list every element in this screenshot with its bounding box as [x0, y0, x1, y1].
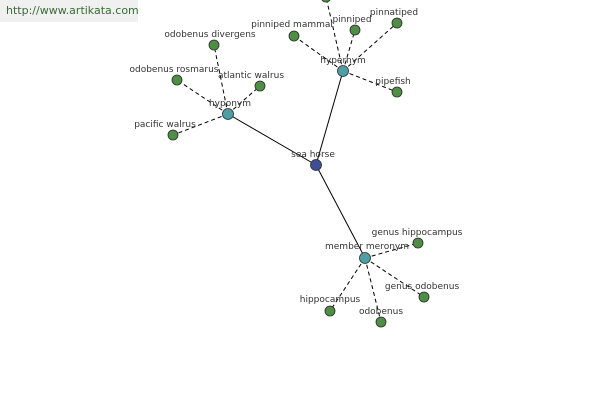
node-odobenus-rosmarus[interactable] [171, 74, 183, 86]
node-atlantic-walrus[interactable] [254, 80, 266, 92]
edge-sea-horse-to-hyponym [227, 113, 317, 166]
edge-hypernym-to-pipefish [342, 70, 398, 93]
edge-hyponym-to-odobenus-divergens [213, 44, 229, 115]
label-hyponym: hyponym [209, 99, 251, 109]
label-sea-horse: sea horse [291, 150, 335, 160]
node-hyponym[interactable] [222, 108, 234, 120]
node-pacific-walrus[interactable] [167, 129, 179, 141]
node-genus-odobenus[interactable] [418, 291, 430, 303]
edge-sea-horse-to-member-meronym [315, 164, 366, 259]
labels-layer: sea horse hyponym hypernym member meronym od… [129, 8, 462, 317]
edge-hypernym-to-pinnatiped [342, 22, 398, 72]
edges-layer [172, 0, 425, 323]
node-pinniped[interactable] [349, 24, 361, 36]
node-odobenus-divergens[interactable] [208, 39, 220, 51]
label-odobenus-divergens: odobenus divergens [164, 30, 256, 40]
label-pacific-walrus: pacific walrus [134, 120, 196, 130]
node-odobenus[interactable] [375, 316, 387, 328]
node-pinniped-mammal[interactable] [288, 30, 300, 42]
label-pinniped: pinniped [332, 15, 371, 25]
node-member-meronym[interactable] [359, 252, 371, 264]
label-atlantic-walrus: atlantic walrus [218, 71, 284, 81]
node-hippocampus[interactable] [324, 305, 336, 317]
edge-member-meronym-to-genus-hippocampus [364, 242, 419, 259]
label-member-meronym: member meronym [325, 242, 409, 252]
label-genus-odobenus: genus odobenus [385, 282, 460, 292]
label-hippocampus: hippocampus [300, 295, 361, 305]
node-genus-hippocampus[interactable] [412, 237, 424, 249]
label-pinniped-mammal: pinniped mammal [251, 20, 333, 30]
label-pipefish: pipefish [375, 77, 411, 87]
node-pipefish[interactable] [391, 86, 403, 98]
node-sea-horse[interactable] [310, 159, 322, 171]
node-top-unlabeled[interactable] [321, 0, 331, 3]
edge-member-meronym-to-hippocampus [329, 257, 366, 312]
edge-hyponym-to-odobenus-rosmarus [176, 79, 229, 115]
label-odobenus: odobenus [359, 307, 403, 317]
label-pinnatiped: pinnatiped [370, 8, 418, 18]
edge-member-meronym-to-genus-odobenus [364, 257, 425, 298]
node-pinnatiped[interactable] [391, 17, 403, 29]
edge-hypernym-to-top-unlabeled [326, 0, 344, 72]
label-odobenus-rosmarus: odobenus rosmarus [129, 65, 218, 75]
label-genus-hippocampus: genus hippocampus [372, 228, 463, 238]
label-hypernym: hypernym [320, 56, 366, 66]
edge-sea-horse-to-hypernym [315, 70, 344, 166]
node-hypernym[interactable] [337, 65, 349, 77]
edge-member-meronym-to-odobenus [364, 257, 382, 323]
edge-hyponym-to-atlantic-walrus [227, 85, 261, 115]
source-link[interactable]: http://www.artikata.com [0, 0, 139, 22]
nodes-layer [167, 0, 430, 328]
edge-hypernym-to-pinniped-mammal [293, 35, 344, 72]
edge-hypernym-to-pinniped [342, 29, 356, 72]
edge-hyponym-to-pacific-walrus [172, 113, 229, 136]
